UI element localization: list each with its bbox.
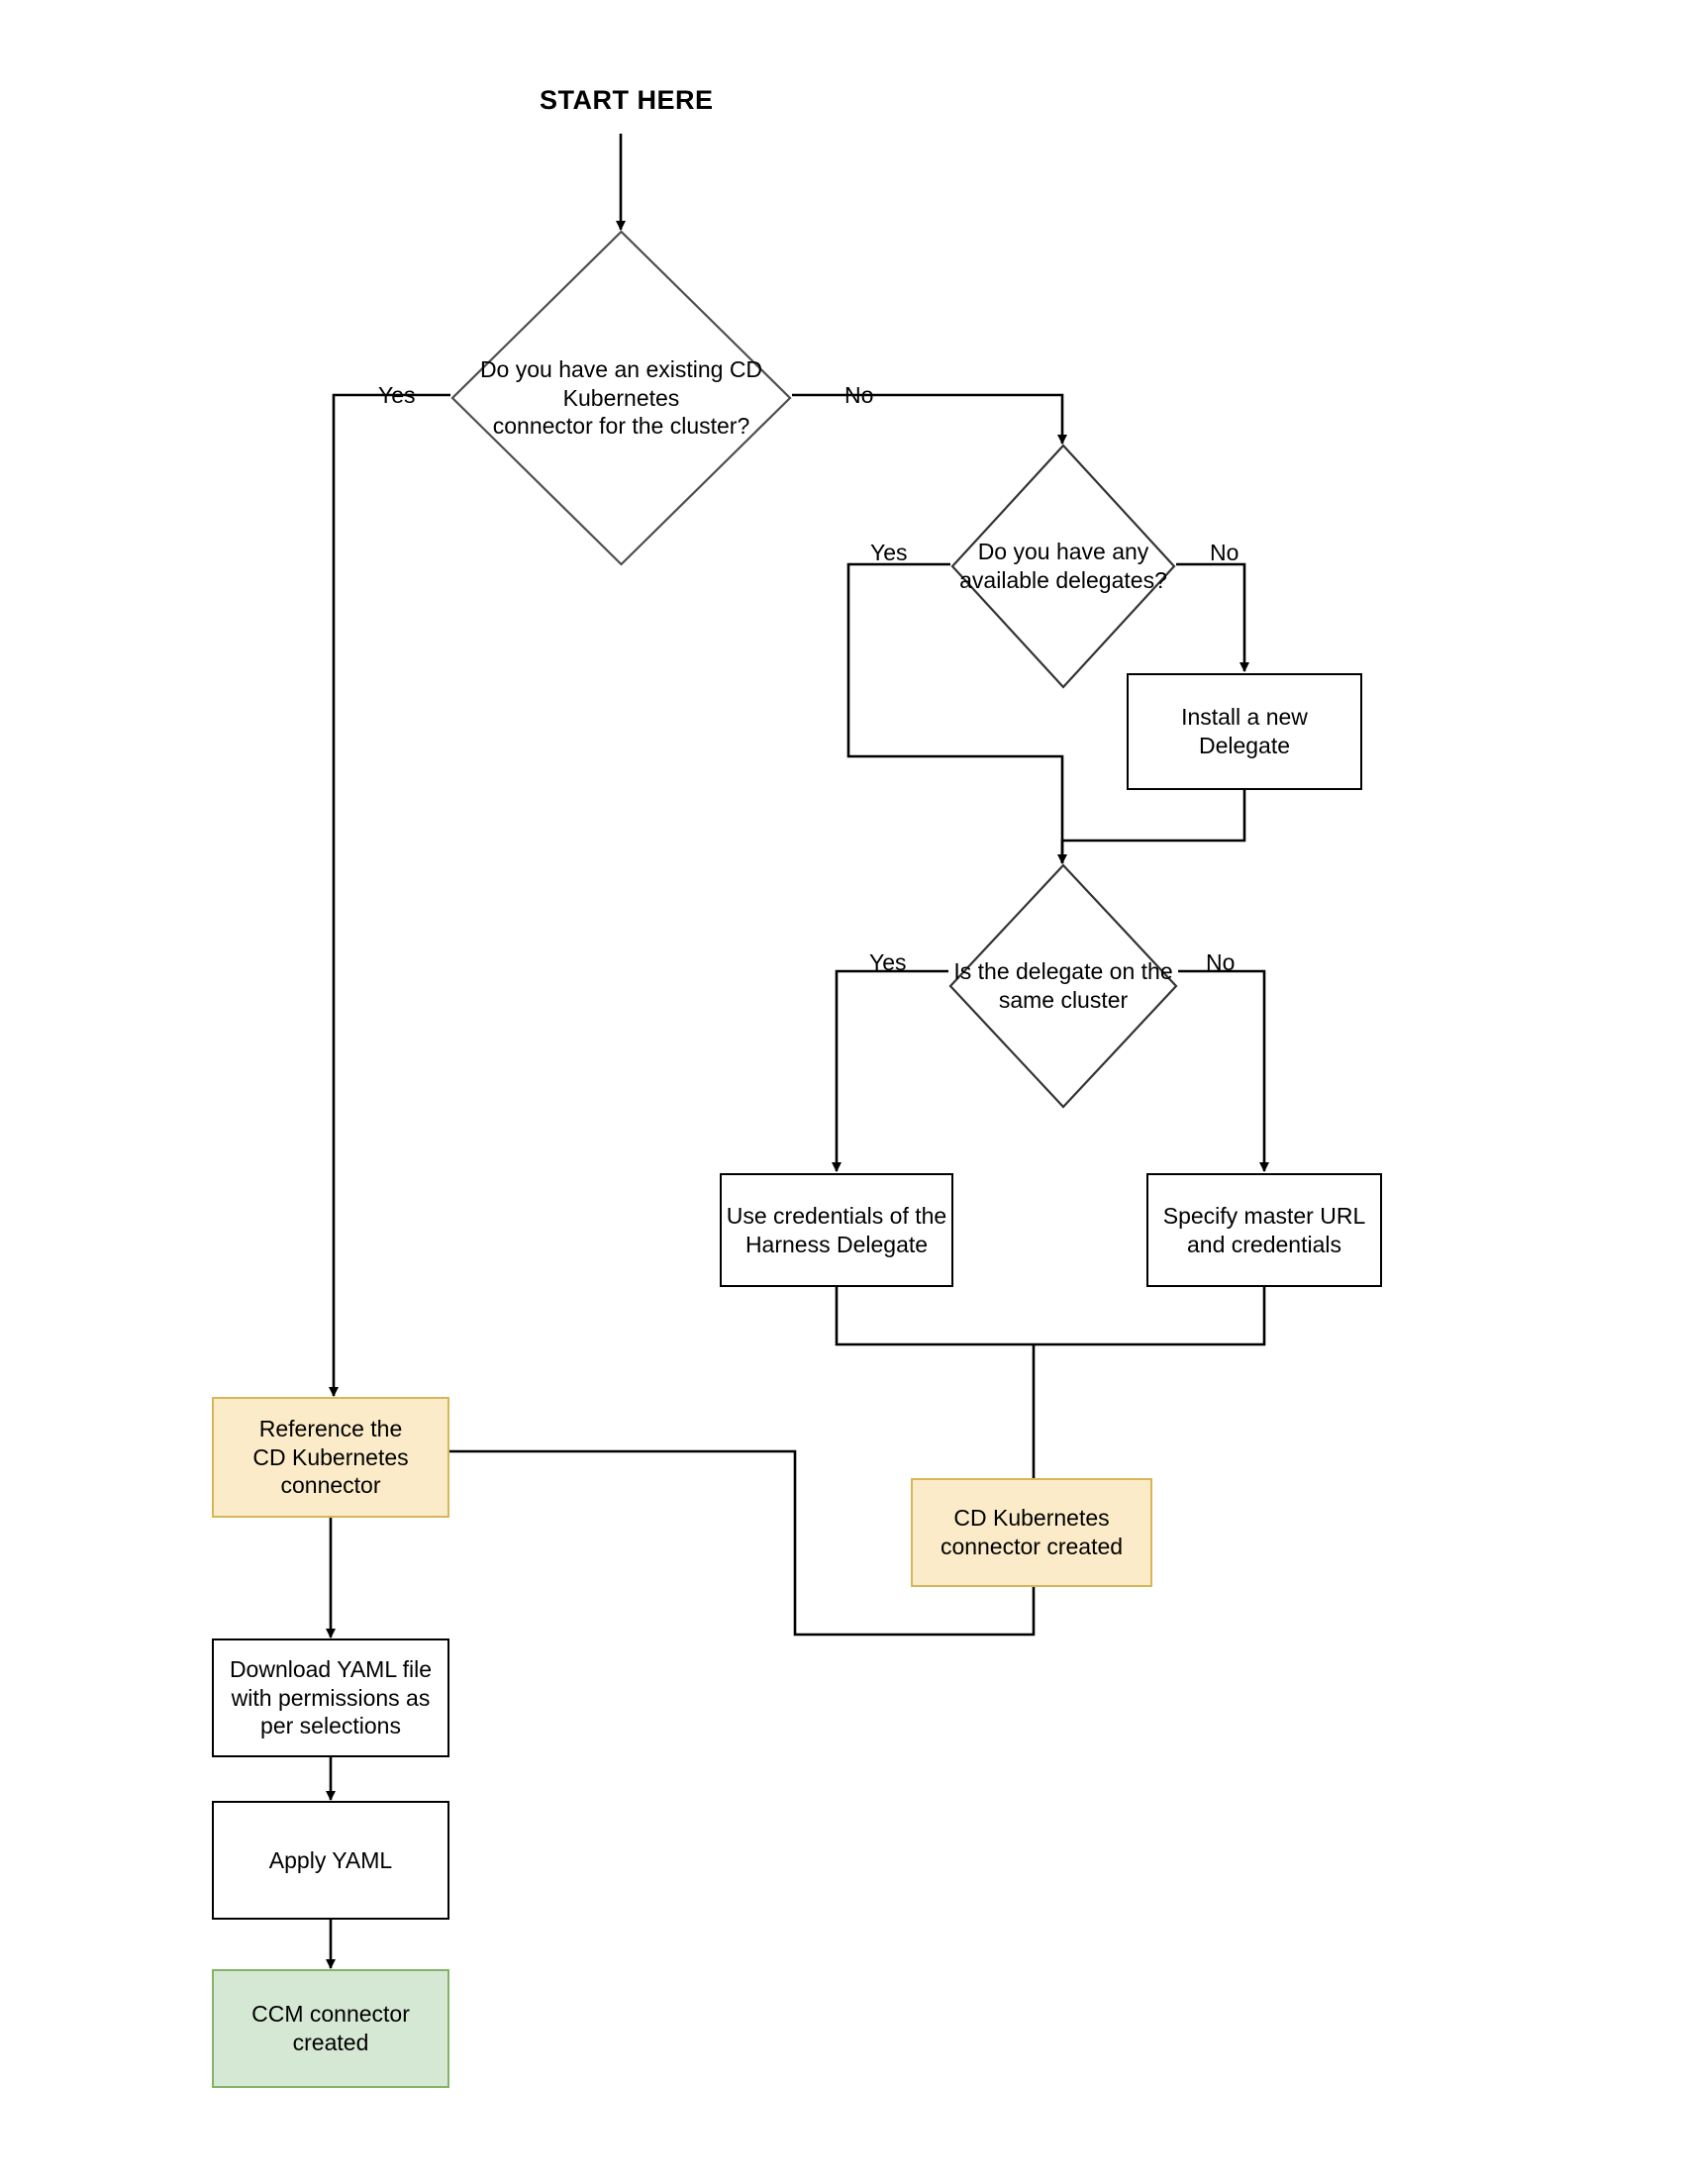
node-reference-cd-connector-text: Reference the CD Kubernetes connector bbox=[252, 1415, 408, 1500]
node-ccm-connector-created[interactable]: CCM connector created bbox=[212, 1969, 449, 2088]
edge-d1-yes bbox=[329, 393, 450, 1397]
node-text-line: Reference the bbox=[258, 1415, 403, 1441]
node-text-line: Delegate bbox=[1198, 733, 1291, 758]
node-text-line: CCM connector bbox=[251, 2001, 410, 2028]
edge-label-d1-yes: Yes bbox=[378, 382, 416, 408]
diamond-shape bbox=[950, 444, 1176, 689]
node-text-line: Specify master URL bbox=[1162, 1202, 1366, 1229]
node-download-yaml[interactable]: Download YAML file with permissions as p… bbox=[212, 1638, 449, 1757]
edge-d1-no bbox=[792, 393, 1067, 445]
node-reference-cd-connector[interactable]: Reference the CD Kubernetes connector bbox=[212, 1397, 449, 1518]
node-text-line: connector created bbox=[940, 1534, 1124, 1559]
node-text-line: CD Kubernetes bbox=[252, 1443, 409, 1470]
start-here-label: START HERE bbox=[540, 85, 714, 115]
node-apply-yaml[interactable]: Apply YAML bbox=[212, 1801, 449, 1920]
node-text-line: Apply YAML bbox=[268, 1846, 393, 1873]
node-install-new-delegate-text: Install a new Delegate bbox=[1181, 703, 1308, 760]
node-text-line: CD Kubernetes bbox=[953, 1505, 1110, 1532]
edge-d3-yes bbox=[832, 969, 948, 1172]
edge-install-to-d3 bbox=[1060, 790, 1246, 863]
node-text-line: connector bbox=[280, 1472, 381, 1499]
node-cd-connector-created[interactable]: CD Kubernetes connector created bbox=[911, 1478, 1152, 1587]
diamond-shape bbox=[450, 230, 792, 566]
node-specify-master-url-text: Specify master URL and credentials bbox=[1163, 1202, 1366, 1259]
decision-existing-cd-connector[interactable]: Do you have an existing CD Kubernetes co… bbox=[450, 230, 792, 566]
node-text-line: per selections bbox=[260, 1713, 401, 1739]
node-text-line: with permissions as bbox=[231, 1684, 431, 1711]
node-text-line: Download YAML file bbox=[229, 1655, 433, 1682]
edge-masterurl-merge bbox=[1034, 1285, 1266, 1346]
edge-label-d3-yes: Yes bbox=[869, 949, 907, 975]
node-download-yaml-text: Download YAML file with permissions as p… bbox=[230, 1655, 432, 1740]
node-text-line: and credentials bbox=[1186, 1231, 1341, 1257]
node-ccm-connector-created-text: CCM connector created bbox=[251, 2000, 410, 2057]
node-use-delegate-credentials[interactable]: Use credentials of the Harness Delegate bbox=[720, 1173, 953, 1287]
node-text-line: Use credentials of the bbox=[726, 1202, 947, 1229]
edge-label-d1-no: No bbox=[844, 382, 874, 408]
diamond-shape bbox=[948, 863, 1178, 1109]
edge-label-d2-no: No bbox=[1210, 540, 1239, 565]
node-specify-master-url[interactable]: Specify master URL and credentials bbox=[1146, 1173, 1382, 1287]
node-use-delegate-credentials-text: Use credentials of the Harness Delegate bbox=[727, 1202, 946, 1259]
node-text-line: Install a new bbox=[1181, 704, 1308, 731]
edge-d3-no bbox=[1178, 969, 1269, 1172]
node-install-new-delegate[interactable]: Install a new Delegate bbox=[1127, 673, 1362, 790]
node-text-line: Harness Delegate bbox=[744, 1231, 929, 1257]
decision-delegate-same-cluster[interactable]: Is the delegate on the same cluster bbox=[948, 863, 1178, 1109]
decision-available-delegates[interactable]: Do you have any available delegates? bbox=[950, 444, 1176, 689]
node-text-line: created bbox=[292, 2030, 369, 2055]
node-cd-connector-created-text: CD Kubernetes connector created bbox=[941, 1504, 1123, 1561]
edge-d2-no bbox=[1176, 562, 1249, 672]
edge-usecreds-merge bbox=[835, 1285, 1034, 1346]
edge-label-d3-no: No bbox=[1206, 949, 1236, 975]
edge-label-d2-yes: Yes bbox=[870, 540, 908, 565]
node-apply-yaml-text: Apply YAML bbox=[269, 1846, 392, 1875]
